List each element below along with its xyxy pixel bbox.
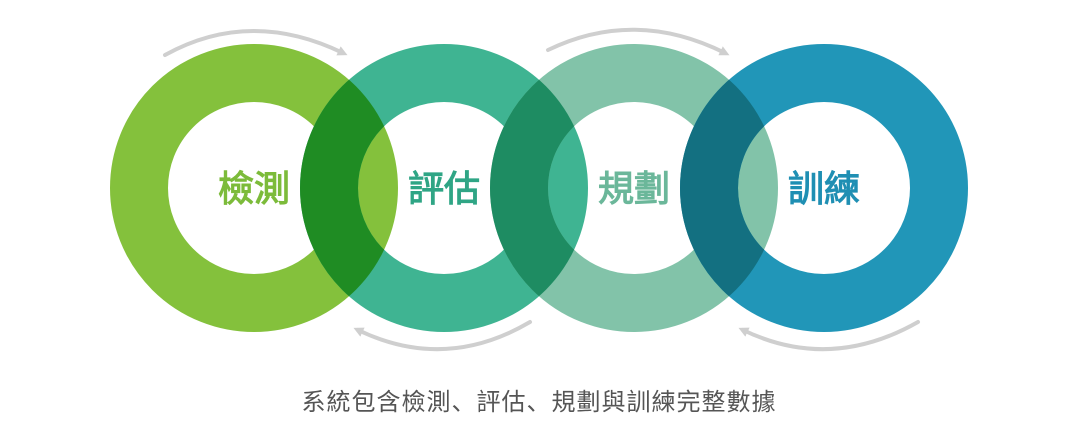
ring-overlap-plan-train: [680, 44, 778, 332]
stage-label-evaluate: 評估: [408, 169, 480, 210]
cycle-arrow-bottom-right: [738, 320, 920, 352]
stage-label-detect: 檢測: [218, 168, 290, 210]
ring-overlap-detect-evaluate: [300, 44, 398, 332]
cycle-arrow-top-left: [163, 29, 348, 57]
stage-label-plan: 規劃: [598, 169, 670, 210]
cycle-arrow-bottom-left: [353, 320, 532, 352]
stage-label-train: 訓練: [788, 169, 860, 210]
cycle-arrow-top-right: [546, 27, 730, 56]
ring-detect: [110, 44, 398, 332]
diagram-caption: 系統包含檢測、評估、規劃與訓練完整數據: [301, 388, 777, 416]
ring-overlap-evaluate-plan: [490, 44, 588, 332]
